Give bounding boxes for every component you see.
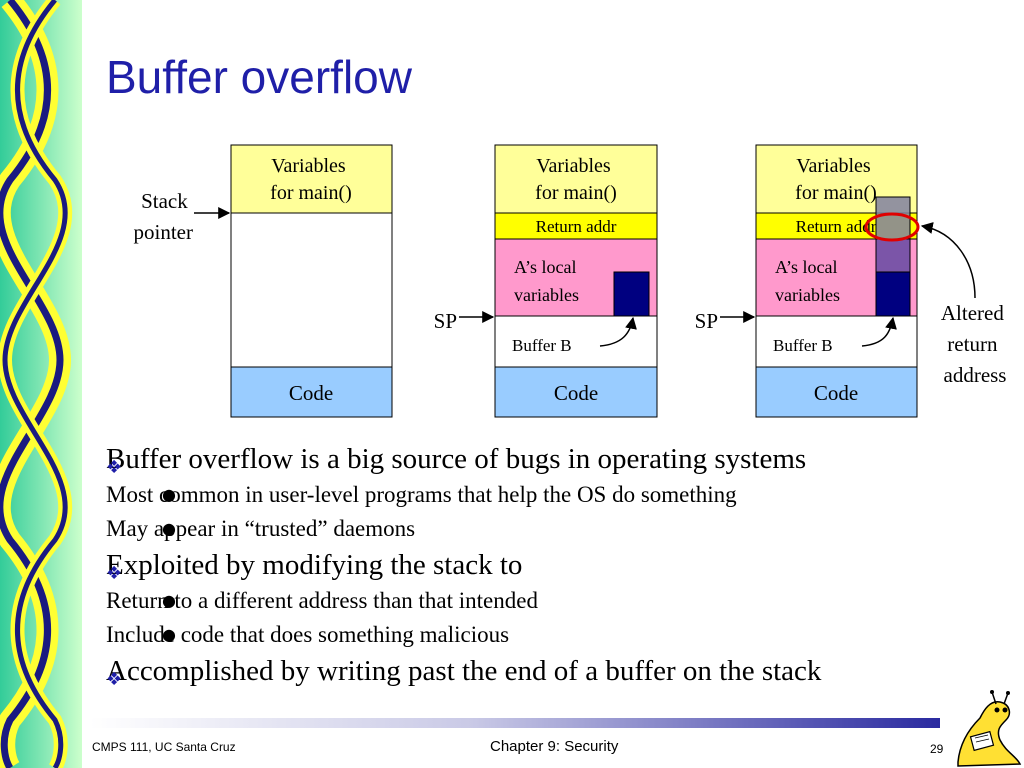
sub-bullet-item: ● Include code that does something malic… [106, 618, 1006, 652]
stack-1-code-label: Code [289, 381, 333, 405]
altered-label-line2: return [947, 332, 998, 356]
svg-text:Stack pointer: Stack pointer [134, 189, 193, 244]
stack-3-buffer-arrow [861, 316, 897, 347]
stack-2-buffer-fill [613, 271, 650, 317]
stack-2-buffer-arrow [599, 316, 637, 347]
stack-2-locals-line2: variables [514, 285, 579, 305]
altered-return-highlight [864, 212, 920, 242]
decorative-wave-border [0, 0, 82, 768]
stack-3-buffer-label: Buffer B [773, 336, 833, 355]
altered-label-line3: address [944, 363, 1007, 387]
stack-3-code-block [755, 366, 918, 418]
dot-bullet-icon: ● [162, 591, 176, 610]
bullet-item: ❖ Exploited by modifying the stack to [106, 546, 1006, 584]
footer-divider [90, 718, 940, 728]
stack-1-variables-block [230, 144, 393, 214]
stack-1-variables-line2: for main() [270, 182, 352, 204]
dot-bullet-icon: ● [162, 625, 176, 644]
stack-1-free-space [230, 212, 393, 368]
stack-3-code-label: Code [814, 381, 858, 405]
bullet-text: Accomplished by writing past the end of … [106, 655, 822, 687]
stack-3-buffer-fill [875, 271, 911, 317]
stack-2-variables-block [494, 144, 658, 214]
stack-2-return-addr-label: Return addr [536, 217, 617, 236]
stack-1-variables-line1: Variables [271, 155, 346, 177]
bullet-item: ❖ Accomplished by writing past the end o… [106, 652, 1006, 690]
stack-2-locals-line1: A’s local [514, 257, 577, 277]
stack-3-return-addr-label: Return addr [796, 217, 877, 236]
sub-bullet-text: Include code that does something malicio… [106, 622, 510, 647]
stack-3-locals-line2: variables [775, 285, 840, 305]
diamond-bullet-icon: ❖ [106, 669, 123, 690]
stack-2-code-block [494, 366, 658, 418]
sub-bullet-text: Return to a different address than that … [106, 588, 538, 613]
stack-3-variables-line1: Variables [796, 155, 871, 177]
stack-3-locals-line1: A’s local [775, 257, 838, 277]
bullet-text: Exploited by modifying the stack to [106, 549, 523, 581]
stack-3-overflow-top [875, 196, 911, 240]
dot-bullet-icon: ● [162, 519, 176, 538]
sub-bullet-item: ● Return to a different address than tha… [106, 584, 1006, 618]
stack-2-buffer-label: Buffer B [512, 336, 572, 355]
stack-2: Variables for main() Return addr A’s loc… [494, 144, 658, 418]
stack-3-variables-line2: for main() [795, 182, 877, 204]
footer-page-number: 29 [930, 742, 944, 756]
stack-pointer-label-line1: Stack [141, 189, 188, 213]
svg-text:Variables for main(): Variables for main() [535, 155, 617, 204]
footer-course: CMPS 111, UC Santa Cruz [92, 740, 236, 754]
svg-text:Variables for main(): Variables for main() [795, 155, 877, 204]
diamond-bullet-icon: ❖ [106, 563, 123, 584]
sub-bullet-item: ● Most common in user-level programs tha… [106, 478, 1006, 512]
stack-2-return-addr-block [494, 212, 658, 240]
slide-title: Buffer overflow [106, 51, 412, 103]
stack-1: Variables for main() Code [230, 144, 393, 418]
stack-1-code-block [230, 366, 393, 418]
svg-text:A’s local variables: A’s local variables [775, 257, 842, 305]
altered-label-arrow [920, 222, 976, 299]
svg-text:Variables for main(): Variables for main() [270, 155, 352, 204]
banana-slug-mascot-icon [957, 690, 1022, 767]
sub-bullet-text: May appear in “trusted” daemons [106, 516, 416, 541]
altered-label-line1: Altered [941, 301, 1004, 325]
bullet-list: ❖ Buffer overflow is a big source of bug… [106, 440, 1006, 690]
bullet-text: Buffer overflow is a big source of bugs … [106, 443, 807, 475]
stack-2-code-label: Code [554, 381, 598, 405]
stack-pointer-label-line2: pointer [134, 220, 193, 244]
bullet-item: ❖ Buffer overflow is a big source of bug… [106, 440, 1006, 478]
stack-3: Variables for main() Return addr A’s loc… [755, 144, 920, 418]
sp-label-stack-3: SP [695, 309, 718, 333]
stack-2-variables-line1: Variables [536, 155, 611, 177]
diamond-bullet-icon: ❖ [106, 457, 123, 478]
svg-text:A’s local variables: A’s local variables [514, 257, 581, 305]
footer-chapter: Chapter 9: Security [490, 738, 619, 755]
svg-text:Altered return address: Altered return address [941, 301, 1009, 387]
sub-bullet-item: ● May appear in “trusted” daemons [106, 512, 1006, 546]
stack-3-overflow-middle [875, 238, 911, 273]
sp-label-stack-2: SP [434, 309, 457, 333]
dot-bullet-icon: ● [162, 485, 176, 504]
stack-2-variables-line2: for main() [535, 182, 617, 204]
sub-bullet-text: Most common in user-level programs that … [106, 482, 737, 507]
